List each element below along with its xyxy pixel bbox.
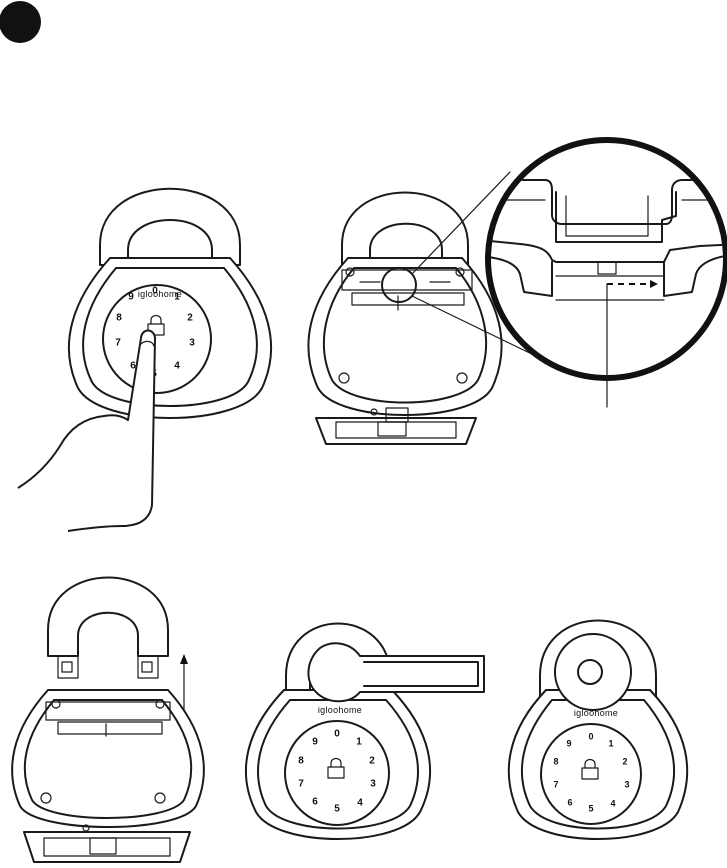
key-1: 1 xyxy=(356,737,362,748)
key-9: 9 xyxy=(312,737,318,748)
key-2: 2 xyxy=(622,756,627,766)
brand-logo-text: igloohome xyxy=(574,708,618,718)
key-4: 4 xyxy=(357,798,363,809)
key-5: 5 xyxy=(588,803,593,813)
key-7: 7 xyxy=(115,338,121,349)
key-1: 1 xyxy=(174,292,180,303)
panel-press-keypad: igloohome 0 1 2 3 4 5 6 7 8 9 xyxy=(18,189,271,531)
key-6: 6 xyxy=(567,797,572,807)
key-icon xyxy=(308,643,484,701)
key-2: 2 xyxy=(187,313,193,324)
key-0: 0 xyxy=(588,731,593,741)
key-9: 9 xyxy=(566,738,571,748)
key-3: 3 xyxy=(189,338,195,349)
brand-logo-text: igloohome xyxy=(318,705,362,715)
key-8: 8 xyxy=(553,756,558,766)
panel-cylinder: igloohome 0 1 2 3 4 5 6 7 8 9 xyxy=(509,621,687,840)
key-3: 3 xyxy=(624,779,629,789)
key-4: 4 xyxy=(610,798,615,808)
panel-open-inside xyxy=(308,140,727,444)
key-1: 1 xyxy=(608,738,613,748)
key-2: 2 xyxy=(369,756,375,767)
key-8: 8 xyxy=(116,313,122,324)
key-7: 7 xyxy=(298,779,304,790)
key-5: 5 xyxy=(334,804,340,815)
key-8: 8 xyxy=(298,756,304,767)
step-badge-icon xyxy=(0,1,41,43)
key-0: 0 xyxy=(152,286,158,297)
key-7: 7 xyxy=(553,779,558,789)
key-cylinder xyxy=(555,634,631,710)
panel-remove-shackle xyxy=(12,578,204,863)
key-0: 0 xyxy=(334,729,340,740)
key-6: 6 xyxy=(312,797,318,808)
panel-key-insert: igloohome 0 1 2 3 4 5 6 7 8 9 xyxy=(246,624,484,840)
key-9: 9 xyxy=(128,292,134,303)
key-4: 4 xyxy=(174,361,180,372)
key-3: 3 xyxy=(370,779,376,790)
